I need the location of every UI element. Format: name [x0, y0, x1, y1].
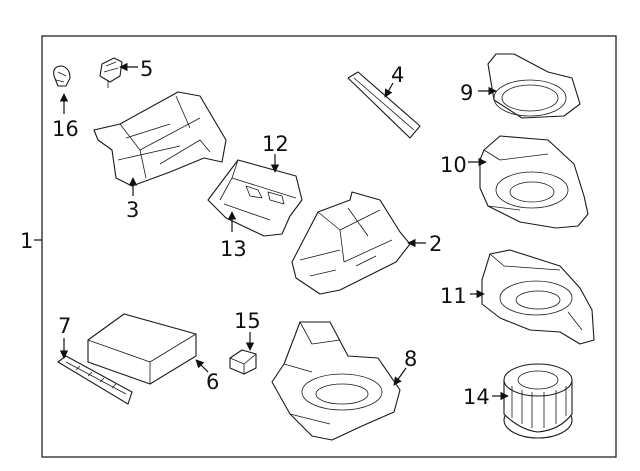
- callout-7: 7: [58, 314, 71, 338]
- callout-14: 14: [463, 385, 490, 409]
- part-11-lower-housing: [481, 249, 595, 345]
- leader-6: [195, 359, 209, 373]
- part-10-upper-housing: [479, 135, 589, 229]
- callout-16: 16: [52, 117, 79, 141]
- part-4-gasket: [347, 71, 421, 139]
- callout-3: 3: [126, 198, 139, 222]
- callout-5: 5: [140, 57, 153, 81]
- part-5-sensor: [99, 57, 123, 88]
- callout-4: 4: [391, 63, 404, 87]
- leader-4: [384, 82, 394, 98]
- part-3-duct: [93, 91, 227, 187]
- callout-8: 8: [404, 347, 417, 371]
- callout-10: 10: [440, 153, 467, 177]
- callout-9: 9: [460, 81, 473, 105]
- leader-8: [393, 367, 407, 386]
- part-14-blower-motor: [503, 363, 573, 439]
- callout-15: 15: [234, 309, 261, 333]
- callout-13: 13: [220, 237, 247, 261]
- callout-6: 6: [206, 370, 219, 394]
- callout-1: 1: [20, 229, 33, 253]
- assembly-frame: [41, 35, 617, 458]
- part-2-case: [291, 191, 411, 295]
- callout-12: 12: [262, 132, 289, 156]
- part-16-clip: [53, 65, 71, 87]
- part-9-seal: [487, 53, 581, 119]
- part-15-resistor: [229, 349, 257, 375]
- part-6-filter: [87, 313, 197, 385]
- callout-11: 11: [440, 284, 467, 308]
- part-12-13-filter-tray: [207, 159, 303, 237]
- callout-2: 2: [429, 232, 442, 256]
- part-8-lower-case: [271, 321, 401, 441]
